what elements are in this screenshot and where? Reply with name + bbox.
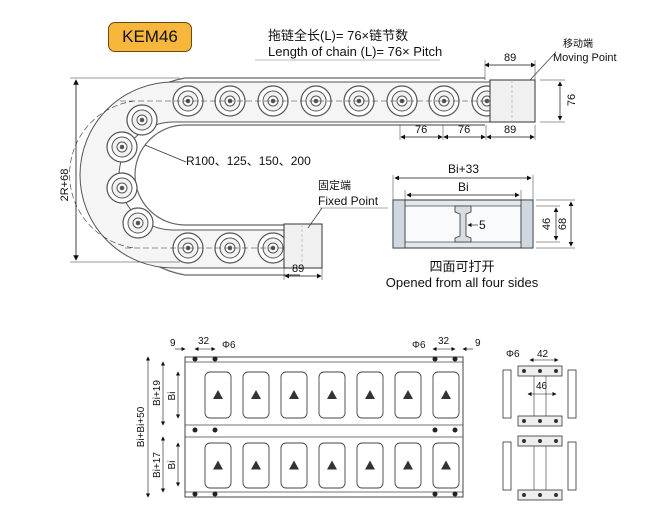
- arrow-mark-icon: [403, 460, 413, 470]
- dim-9-right: 9: [475, 338, 481, 349]
- mount-hole: [432, 491, 438, 497]
- dim-bi: Bi: [458, 180, 469, 194]
- roller-curve: [106, 172, 138, 204]
- arrow-mark-icon: [327, 460, 337, 470]
- arrow-mark-icon: [365, 460, 375, 470]
- dim-pitch-1: 76: [415, 124, 427, 136]
- phi6-end: Φ6: [506, 349, 520, 360]
- dim-bi33: Bi+33: [448, 162, 479, 176]
- arrow-mark-icon: [289, 460, 299, 470]
- fixed-en: Fixed Point: [318, 194, 379, 208]
- fixed-cn: 固定端: [318, 178, 351, 192]
- mount-hole: [452, 427, 458, 433]
- arrow-mark-icon: [365, 390, 375, 399]
- radius-label: R100、125、150、200: [186, 154, 311, 168]
- dim-32-left: 32: [198, 336, 210, 347]
- dim-9-left: 9: [170, 338, 176, 349]
- model-badge: KEM46: [108, 22, 192, 52]
- dim-top-89: 89: [504, 52, 516, 64]
- arrow-mark-icon: [251, 460, 261, 470]
- plan-view: [184, 356, 464, 498]
- cross-section: Bi+33 Bi 5 46 68: [392, 162, 575, 249]
- phi6-left: Φ6: [222, 340, 236, 351]
- mount-hole: [212, 491, 218, 497]
- dim-46-end: 46: [536, 381, 548, 392]
- dim-bi-lower: Bi: [167, 461, 178, 470]
- arrow-mark-icon: [251, 390, 261, 399]
- dim-pitch-2: 76: [458, 124, 470, 136]
- arrow-mark-icon: [441, 390, 451, 399]
- mount-hole: [192, 491, 198, 497]
- open-en: Opened from all four sides: [386, 275, 539, 290]
- dim-gap-5: 5: [479, 218, 486, 232]
- dim-bibi50: Bi+Bi+50: [136, 406, 147, 447]
- chain-side-view: [69, 77, 536, 276]
- dim-bi17: Bi+17: [152, 452, 163, 478]
- dim-end-89: 89: [504, 124, 516, 136]
- dim-fixed-89: 89: [292, 263, 304, 275]
- mount-hole: [192, 427, 198, 433]
- open-cn: 四面可打开: [429, 259, 494, 274]
- formula-en: Length of chain (L)= 76× Pitch: [268, 44, 442, 59]
- moving-en: Moving Point: [553, 52, 617, 64]
- arrow-mark-icon: [327, 390, 337, 399]
- mount-hole: [432, 427, 438, 433]
- dim-46: 46: [541, 218, 553, 230]
- dim-32-right: 32: [438, 336, 450, 347]
- arrow-mark-icon: [213, 460, 223, 470]
- roller-curve: [122, 207, 154, 239]
- mount-hole: [212, 427, 218, 433]
- dim-bi19: Bi+19: [152, 380, 163, 406]
- formula-cn: 拖链全长(L)= 76×链节数: [268, 28, 408, 43]
- mount-hole: [452, 491, 458, 497]
- dim-bi-upper: Bi: [167, 392, 178, 401]
- roller-curve: [106, 131, 138, 163]
- mount-hole: [452, 356, 458, 362]
- moving-cn: 移动端: [563, 37, 593, 50]
- arrow-mark-icon: [403, 390, 413, 399]
- roller-curve: [126, 104, 158, 136]
- arrow-mark-icon: [289, 390, 299, 399]
- mount-hole: [212, 356, 218, 362]
- mount-hole: [192, 356, 198, 362]
- dim-42: 42: [537, 349, 549, 360]
- dim-2r68: 2R+68: [59, 169, 71, 202]
- arrow-mark-icon: [213, 390, 223, 399]
- dim-68: 68: [557, 218, 569, 230]
- phi6-right: Φ6: [412, 340, 426, 351]
- dim-76-height: 76: [566, 94, 578, 106]
- arrow-mark-icon: [441, 460, 451, 470]
- mount-hole: [432, 356, 438, 362]
